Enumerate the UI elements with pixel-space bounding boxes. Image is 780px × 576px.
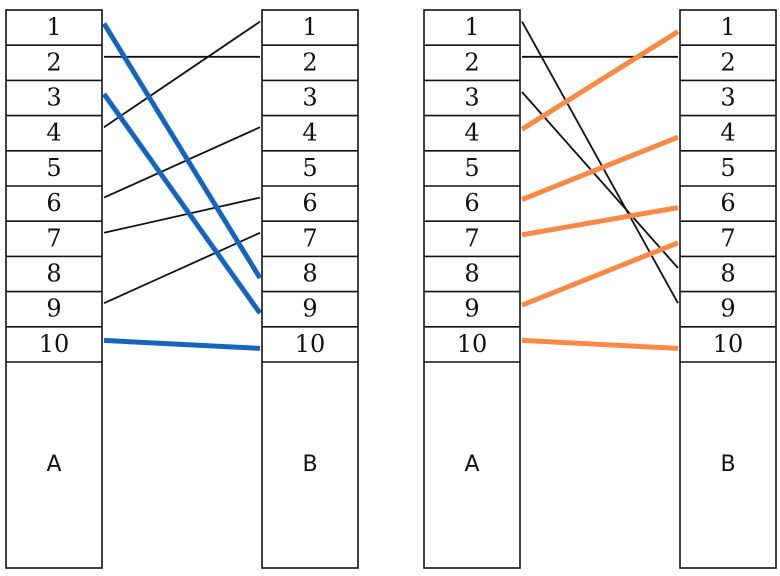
- column-label: B: [302, 452, 317, 477]
- connection-line: [521, 21, 679, 304]
- row-number: 10: [39, 330, 70, 358]
- matching-panel-1: 1 2 3 4 5 6 7 8 9 10A 1 2 3 4 5 6 7 8 9 10B: [5, 9, 359, 569]
- column-label: A: [464, 452, 479, 477]
- row-number: 2: [464, 48, 479, 76]
- row-number: 5: [464, 154, 479, 182]
- row-number: 1: [464, 13, 479, 41]
- row-number: 1: [720, 13, 735, 41]
- row-number: 10: [295, 330, 326, 358]
- highlighted-connection: [520, 29, 680, 132]
- row-number: 10: [457, 330, 488, 358]
- column-frame: [5, 9, 103, 569]
- row-number: 10: [713, 330, 744, 358]
- row-number: 5: [46, 154, 61, 182]
- column-a: 1 2 3 4 5 6 7 8 9 10A: [423, 9, 521, 569]
- row-number: 4: [720, 119, 735, 147]
- connection-line: [521, 91, 679, 269]
- column-label: A: [46, 452, 61, 477]
- row-number: 3: [46, 84, 61, 112]
- highlighted-connection: [103, 337, 261, 351]
- column-b: 1 2 3 4 5 6 7 8 9 10B: [679, 9, 777, 569]
- row-number: 9: [302, 295, 317, 323]
- row-number: 4: [302, 119, 317, 147]
- column-frame: [423, 9, 521, 569]
- matching-panel-2: 1 2 3 4 5 6 7 8 9 10A 1 2 3 4 5 6 7 8 9 10B: [423, 9, 777, 569]
- connection-line: [103, 231, 261, 305]
- row-number: 7: [464, 224, 479, 252]
- row-number: 3: [302, 84, 317, 112]
- row-number: 8: [720, 260, 735, 288]
- row-number: 6: [464, 189, 479, 217]
- row-number: 1: [46, 13, 61, 41]
- connection-line: [103, 20, 261, 128]
- row-number: 9: [46, 295, 61, 323]
- connection-line: [103, 126, 261, 199]
- row-number: 8: [46, 260, 61, 288]
- row-number: 7: [46, 224, 61, 252]
- row-number: 1: [302, 13, 317, 41]
- row-number: 2: [46, 48, 61, 76]
- row-number: 3: [720, 84, 735, 112]
- row-number: 3: [464, 84, 479, 112]
- connection-line: [103, 196, 261, 234]
- row-number: 6: [720, 189, 735, 217]
- row-number: 2: [302, 48, 317, 76]
- highlighted-connection: [101, 22, 263, 280]
- row-number: 9: [720, 295, 735, 323]
- row-number: 2: [720, 48, 735, 76]
- row-number: 9: [464, 295, 479, 323]
- row-number: 8: [302, 260, 317, 288]
- highlighted-connection: [521, 240, 679, 308]
- row-number: 5: [720, 154, 735, 182]
- highlighted-connection: [521, 337, 679, 351]
- highlighted-connection: [521, 134, 679, 202]
- column-frame: [679, 9, 777, 569]
- highlighted-connection: [521, 205, 679, 238]
- row-number: 8: [464, 260, 479, 288]
- row-number: 5: [302, 154, 317, 182]
- column-label: B: [720, 452, 735, 477]
- row-number: 7: [302, 224, 317, 252]
- column-b: 1 2 3 4 5 6 7 8 9 10B: [261, 9, 359, 569]
- column-frame: [261, 9, 359, 569]
- row-number: 6: [46, 189, 61, 217]
- column-a: 1 2 3 4 5 6 7 8 9 10A: [5, 9, 103, 569]
- highlighted-connection: [101, 92, 263, 315]
- row-number: 4: [46, 119, 61, 147]
- row-number: 4: [464, 119, 479, 147]
- row-number: 6: [302, 189, 317, 217]
- row-number: 7: [720, 224, 735, 252]
